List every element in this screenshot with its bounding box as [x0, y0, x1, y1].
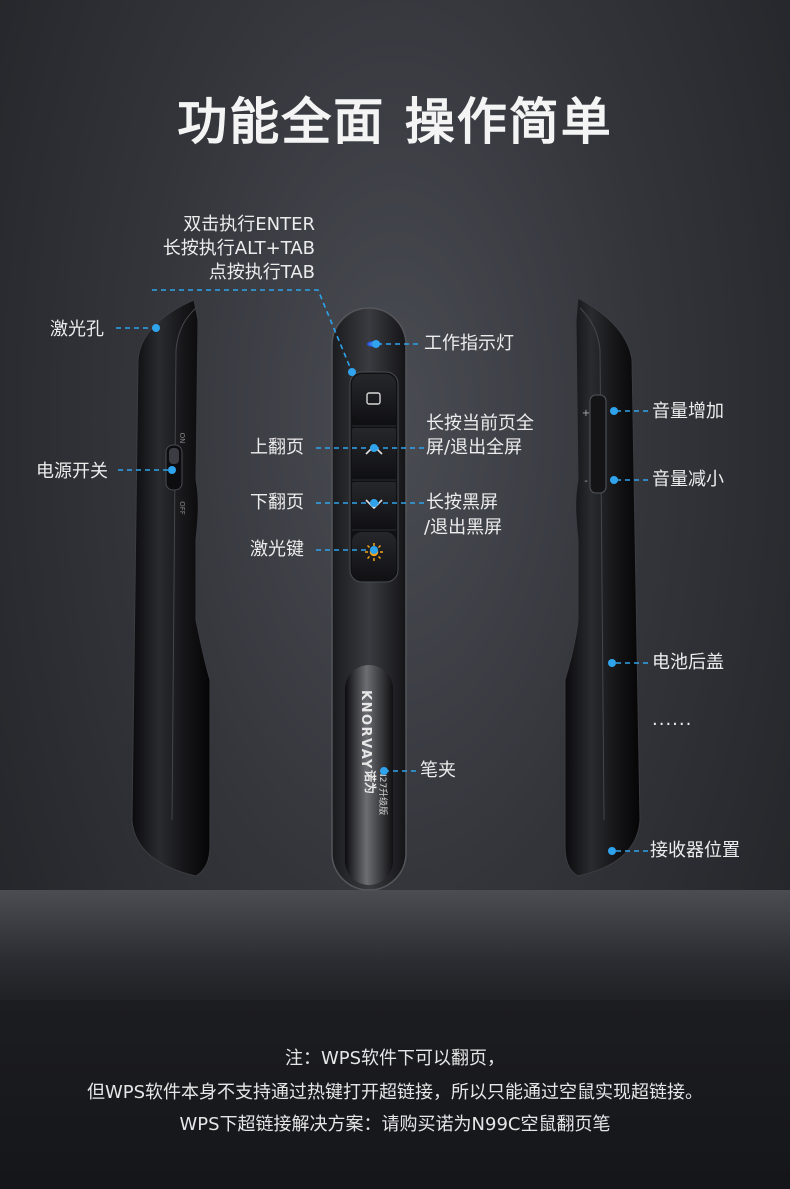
device-right-side: + - — [564, 297, 641, 877]
label-laser-hole: 激光孔 — [50, 319, 104, 340]
page-title: 功能全面 操作简单 — [177, 93, 613, 151]
label-click: 点按执行TAB — [208, 262, 315, 283]
tab-enter-button[interactable] — [352, 374, 396, 422]
label-double-click: 双击执行ENTER — [183, 214, 315, 235]
device-left-side: ON OFF — [131, 299, 211, 877]
brand-cn-label: 诺为 — [363, 770, 378, 794]
device-front: KNORVAY 诺为 N27升级版 — [331, 307, 407, 891]
leader-dots — [152, 324, 618, 855]
volume-plus-sign: + — [582, 408, 590, 419]
label-power-switch: 电源开关 — [36, 461, 108, 482]
pen-clip — [345, 665, 393, 885]
label-page-up: 上翻页 — [250, 437, 304, 458]
label-volume-up: 音量增加 — [652, 401, 724, 422]
chevron-down-icon — [365, 499, 383, 510]
volume-rocker[interactable] — [589, 394, 607, 494]
volume-minus-sign: - — [584, 476, 588, 487]
note-line-3: WPS下超链接解决方案：请购买诺为N99C空鼠翻页笔 — [179, 1114, 611, 1135]
square-icon — [366, 392, 381, 405]
power-switch-knob[interactable] — [169, 448, 179, 464]
label-page-down: 下翻页 — [250, 492, 304, 513]
model-label: N27升级版 — [377, 770, 389, 815]
note-line-1: 注：WPS软件下可以翻页， — [284, 1048, 506, 1069]
note-line-2: 但WPS软件本身不支持通过热键打开超链接，所以只能通过空鼠实现超链接。 — [86, 1082, 704, 1103]
label-blackscreen-line2: /退出黑屏 — [424, 517, 503, 538]
switch-off-label: OFF — [178, 501, 186, 515]
label-ellipsis: ...... — [652, 709, 693, 730]
label-receiver-position: 接收器位置 — [650, 840, 740, 861]
label-work-indicator: 工作指示灯 — [424, 333, 514, 354]
label-fullscreen-line2: 屏/退出全屏 — [426, 437, 523, 458]
leader-lines — [116, 289, 648, 852]
label-battery-cover: 电池后盖 — [652, 652, 724, 673]
label-blackscreen-line1: 长按黑屏 — [426, 492, 498, 513]
label-fullscreen-line1: 长按当前页全 — [426, 413, 534, 434]
label-laser-key: 激光键 — [250, 539, 304, 560]
label-volume-down: 音量减小 — [652, 469, 724, 490]
label-long-press: 长按执行ALT+TAB — [162, 238, 315, 259]
brand-label: KNORVAY — [358, 690, 373, 770]
notes-panel — [0, 1000, 790, 1189]
reflection-floor — [0, 890, 790, 1010]
switch-on-label: ON — [178, 433, 186, 444]
label-pen-clip: 笔夹 — [420, 760, 456, 781]
